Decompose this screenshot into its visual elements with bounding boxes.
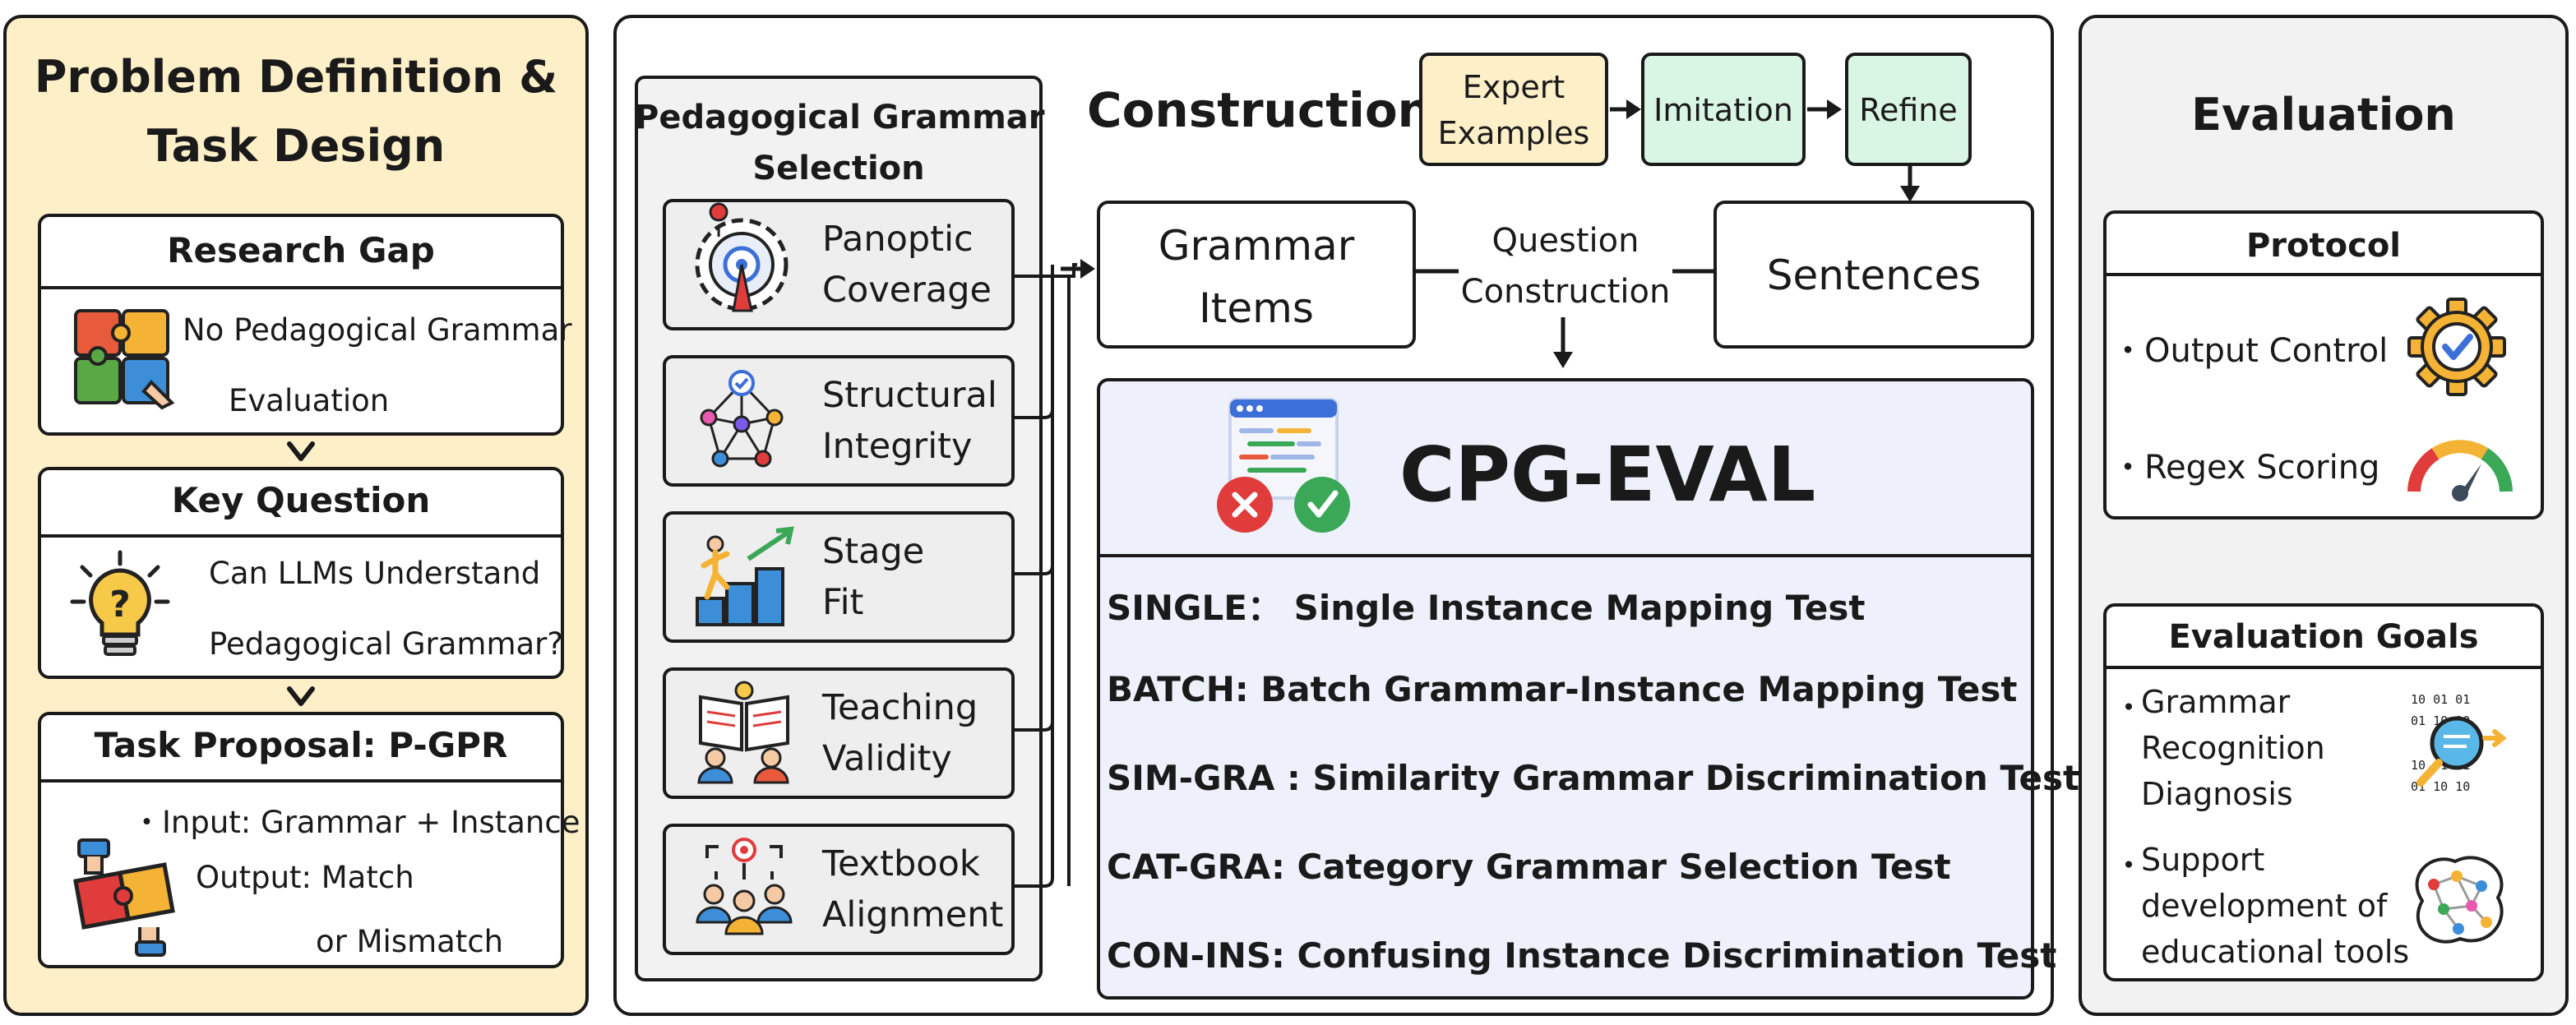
evaluation-title: Evaluation bbox=[2191, 89, 2456, 141]
goal-bullet-2: ・ bbox=[2113, 847, 2145, 884]
question-construction-line1: Question bbox=[1491, 222, 1639, 260]
task-proposal-line1: ・Input: Grammar + Instance bbox=[132, 805, 580, 840]
grammar-items-line2: Items bbox=[1199, 284, 1314, 332]
sentences-box bbox=[1713, 201, 2034, 349]
task-proposal-divider bbox=[38, 712, 564, 783]
imitation-box bbox=[1641, 53, 1806, 166]
left-panel-title-line2: Task Design bbox=[146, 120, 446, 172]
test-cat-gra: CAT-GRA: Category Grammar Selection Test bbox=[1107, 847, 1951, 887]
selection-title-line2: Selection bbox=[752, 150, 925, 187]
code-check-icon bbox=[1217, 398, 1350, 533]
key-question-header: Key Question bbox=[171, 480, 431, 520]
neural-brain-icon bbox=[2415, 856, 2504, 944]
test-sim-gra: SIM-GRA : Similarity Grammar Discriminat… bbox=[1107, 758, 2080, 798]
goal-support-line3: educational tools bbox=[2141, 934, 2410, 970]
goal-support-line2: development of bbox=[2141, 888, 2388, 924]
goal-support-line1: Support bbox=[2141, 842, 2265, 878]
arrow-right-icon bbox=[1807, 99, 1842, 119]
criterion-textbook-line1: Textbook bbox=[822, 843, 980, 884]
lightbulb-question-icon: ? bbox=[70, 550, 170, 656]
evaluation-goals-divider bbox=[2103, 603, 2544, 669]
puzzle-hands-icon bbox=[73, 838, 175, 957]
team-target-icon bbox=[696, 838, 793, 935]
grammar-items-box bbox=[1097, 201, 1416, 349]
protocol-item2: ・Regex Scoring bbox=[2111, 449, 2380, 487]
binary-magnifier-icon: 10 01 01 01 10 10 10 01 01 01 10 10 bbox=[2411, 692, 2507, 794]
task-proposal-box bbox=[38, 712, 564, 968]
task-proposal-line3: or Mismatch bbox=[316, 924, 504, 959]
selection-title-line1: Pedagogical Grammar bbox=[635, 99, 1045, 136]
research-gap-line1: No Pedagogical Grammar bbox=[183, 312, 572, 348]
arrow-right-icon bbox=[1610, 99, 1641, 119]
sentences-label: Sentences bbox=[1766, 252, 1982, 299]
evaluation-goals-header: Evaluation Goals bbox=[2168, 618, 2479, 656]
test-con-ins: CON-INS: Confusing Instance Discriminati… bbox=[1107, 935, 2057, 976]
task-proposal-line2: Output: Match bbox=[196, 860, 414, 895]
refine-label: Refine bbox=[1859, 92, 1958, 128]
cpg-eval-divider bbox=[1097, 378, 2034, 557]
key-question-divider bbox=[38, 467, 564, 538]
speedometer-gauge-icon bbox=[2407, 440, 2513, 501]
goal-grammar-line1: Grammar bbox=[2141, 684, 2291, 720]
criterion-stage-line2: Fit bbox=[822, 582, 864, 623]
teaching-book-icon bbox=[697, 681, 789, 784]
research-gap-line2: Evaluation bbox=[229, 383, 390, 418]
refine-box bbox=[1845, 53, 1972, 166]
research-gap-header: Research Gap bbox=[167, 230, 435, 270]
criterion-structural-line1: Structural bbox=[822, 375, 997, 416]
puzzle-pieces-icon bbox=[74, 309, 175, 410]
radar-target-icon bbox=[695, 202, 789, 312]
arrow-right-icon bbox=[1061, 259, 1095, 279]
task-proposal-header: Task Proposal: P-GPR bbox=[94, 725, 508, 765]
protocol-divider bbox=[2103, 210, 2544, 276]
imitation-label: Imitation bbox=[1653, 92, 1793, 128]
arrow-down-icon bbox=[1900, 166, 1920, 202]
criterion-panoptic-line1: Panoptic bbox=[822, 219, 974, 260]
key-question-line1: Can LLMs Understand bbox=[209, 556, 541, 591]
svg-text:?: ? bbox=[109, 584, 131, 626]
expert-examples-box bbox=[1419, 53, 1608, 166]
protocol-item1: ・Output Control bbox=[2111, 332, 2389, 370]
question-construction-connector bbox=[1416, 269, 1715, 274]
goal-grammar-line2: Recognition bbox=[2141, 730, 2325, 766]
criterion-textbook-line2: Alignment bbox=[822, 894, 1004, 935]
arrow-down-icon bbox=[287, 686, 315, 706]
construction-title: Construction bbox=[1087, 82, 1431, 138]
criterion-stage-line1: Stage bbox=[822, 531, 925, 572]
arrow-down-icon bbox=[287, 441, 315, 461]
growth-stairs-icon bbox=[696, 526, 794, 626]
criterion-structural-line2: Integrity bbox=[822, 426, 973, 467]
arrow-down-icon bbox=[1553, 317, 1573, 368]
research-gap-divider bbox=[38, 214, 564, 289]
network-nodes-icon bbox=[700, 370, 784, 468]
criterion-teaching-line2: Validity bbox=[822, 738, 952, 779]
question-construction-line2: Construction bbox=[1460, 273, 1671, 311]
goal-bullet-1: ・ bbox=[2113, 690, 2145, 726]
goal-grammar-line3: Diagnosis bbox=[2141, 776, 2293, 812]
criterion-panoptic-line2: Coverage bbox=[822, 270, 992, 311]
test-single: SINGLE： Single Instance Mapping Test bbox=[1107, 588, 1866, 628]
key-question-line2: Pedagogical Grammar? bbox=[209, 626, 564, 662]
criterion-teaching-line1: Teaching bbox=[822, 687, 978, 728]
cpg-eval-title: CPG-EVAL bbox=[1399, 431, 1816, 519]
binary-row-1: 10 01 01 bbox=[2411, 692, 2470, 707]
expert-examples-line1: Expert bbox=[1462, 69, 1565, 105]
gear-check-icon bbox=[2407, 298, 2506, 396]
test-batch: BATCH: Batch Grammar-Instance Mapping Te… bbox=[1107, 669, 2018, 709]
left-panel-title-line1: Problem Definition & bbox=[34, 51, 558, 103]
expert-examples-line2: Examples bbox=[1437, 115, 1590, 151]
protocol-header: Protocol bbox=[2245, 227, 2402, 265]
grammar-items-line1: Grammar bbox=[1158, 222, 1355, 270]
